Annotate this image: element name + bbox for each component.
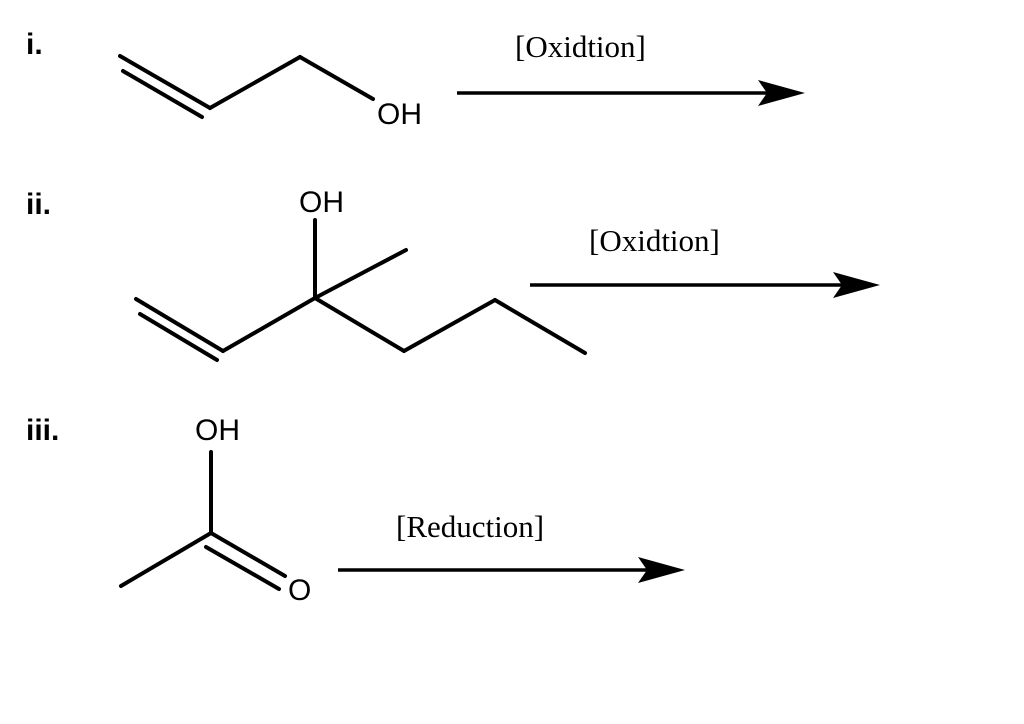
double-bond-line xyxy=(204,545,281,591)
atom-label-oh: OH xyxy=(299,186,344,219)
double-bond-line xyxy=(209,531,287,578)
atom-label-o: O xyxy=(288,574,311,607)
molecule-tertiary-allylic-alcohol: OH xyxy=(134,186,587,362)
reaction-arrow xyxy=(530,272,880,298)
single-bond xyxy=(298,55,375,101)
reaction-label: ii. xyxy=(26,188,51,221)
atom-label-oh: OH xyxy=(195,414,240,447)
atom-label-oh: OH xyxy=(377,98,422,131)
reaction-arrow xyxy=(338,557,685,583)
single-bond xyxy=(313,296,406,353)
single-bond xyxy=(208,55,302,110)
molecule-acetic-acid: OH O xyxy=(119,414,311,607)
double-bond-line xyxy=(134,297,225,353)
single-bond xyxy=(119,531,213,588)
reaction-ii: ii. OH [Oxidtion] xyxy=(26,186,880,362)
double-bond-line xyxy=(121,69,204,119)
double-bond-line xyxy=(138,312,219,362)
molecule-allyl-alcohol: OH xyxy=(118,54,422,131)
reaction-i: i. OH [Oxidtion] xyxy=(26,28,805,131)
double-bond-line xyxy=(118,54,212,110)
reagent-label: [Oxidtion] xyxy=(515,29,646,64)
reaction-arrow xyxy=(457,80,805,106)
single-bond xyxy=(221,296,317,353)
single-bond xyxy=(313,248,408,300)
reaction-label: iii. xyxy=(26,414,59,447)
reagent-label: [Oxidtion] xyxy=(589,223,720,258)
reaction-label: i. xyxy=(26,28,43,61)
single-bond xyxy=(493,298,587,355)
reagent-label: [Reduction] xyxy=(396,509,544,544)
single-bond xyxy=(402,298,497,353)
reaction-iii: iii. OH O [Reduction] xyxy=(26,414,685,607)
